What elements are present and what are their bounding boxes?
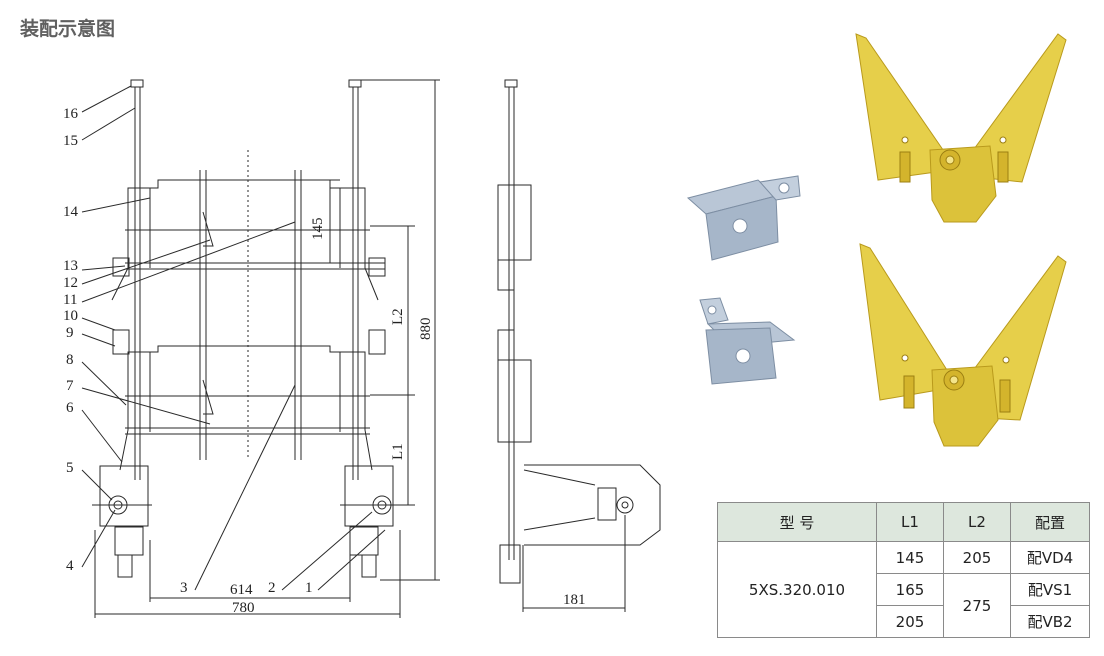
cell-model: 5XS.320.010 bbox=[717, 541, 877, 638]
part-label-15: 15 bbox=[63, 133, 78, 149]
cell-config: 配VD4 bbox=[1010, 541, 1090, 574]
lower-frame bbox=[119, 345, 373, 471]
col-header-config: 配置 bbox=[1010, 502, 1090, 542]
cell-l1: 165 bbox=[876, 573, 944, 606]
left-mechanism bbox=[92, 465, 152, 578]
part-labels: 16 15 14 13 12 11 10 9 8 7 6 5 4 3 2 1 bbox=[63, 106, 313, 596]
dim-780: 780 bbox=[232, 600, 255, 616]
brass-bracket-top bbox=[855, 33, 1067, 223]
steel-bracket-top bbox=[686, 175, 801, 261]
right-mechanism bbox=[340, 465, 402, 578]
part-label-13: 13 bbox=[63, 258, 78, 274]
dim-145: 145 bbox=[310, 218, 326, 241]
part-label-16: 16 bbox=[63, 106, 79, 122]
brass-bracket-bottom bbox=[859, 243, 1067, 447]
right-rod bbox=[348, 79, 362, 480]
part-label-1: 1 bbox=[305, 580, 313, 596]
col-header-l2: L2 bbox=[943, 502, 1011, 542]
part-label-14: 14 bbox=[63, 204, 79, 220]
part-label-11: 11 bbox=[63, 292, 77, 308]
part-label-10: 10 bbox=[63, 308, 78, 324]
cell-config: 配VB2 bbox=[1010, 605, 1090, 638]
part-label-2: 2 bbox=[268, 580, 276, 596]
cell-l1: 145 bbox=[876, 541, 944, 574]
cell-config: 配VS1 bbox=[1010, 573, 1090, 606]
table-row: 5XS.320.010 145 205 配VD4 bbox=[717, 541, 1090, 638]
col-header-l1: L1 bbox=[876, 502, 944, 542]
dim-l1: L1 bbox=[390, 443, 406, 460]
part-label-8: 8 bbox=[66, 352, 74, 368]
spec-table: 型 号 L1 L2 配置 5XS.320.010 145 205 配VD4 16… bbox=[717, 502, 1090, 638]
dim-l2: L2 bbox=[390, 308, 406, 325]
col-header-model: 型 号 bbox=[717, 502, 877, 542]
table-row: 165 275 配VS1 bbox=[718, 573, 1090, 638]
cell-l1: 205 bbox=[876, 605, 944, 638]
part-label-7: 7 bbox=[66, 378, 74, 394]
dimension-labels: 145 L2 880 L1 614 780 181 bbox=[230, 218, 586, 617]
cell-l2: 205 bbox=[943, 541, 1011, 574]
table-row: 205 配VB2 bbox=[718, 605, 1090, 638]
upper-frame bbox=[111, 179, 385, 301]
cell-l2: 275 bbox=[943, 573, 1011, 638]
table-header-row: 型 号 L1 L2 配置 bbox=[717, 502, 1090, 542]
side-view bbox=[497, 79, 661, 612]
part-label-3: 3 bbox=[180, 580, 188, 596]
steel-bracket-bottom bbox=[699, 297, 796, 385]
dim-614: 614 bbox=[230, 582, 253, 598]
page-title: 装配示意图 bbox=[20, 18, 116, 40]
part-label-9: 9 bbox=[66, 325, 74, 341]
part-label-4: 4 bbox=[66, 558, 74, 574]
left-rod bbox=[130, 79, 144, 480]
dim-880: 880 bbox=[418, 318, 434, 341]
dim-181: 181 bbox=[563, 592, 586, 608]
part-label-6: 6 bbox=[66, 400, 74, 416]
part-label-12: 12 bbox=[63, 275, 78, 291]
part-label-5: 5 bbox=[66, 460, 74, 476]
